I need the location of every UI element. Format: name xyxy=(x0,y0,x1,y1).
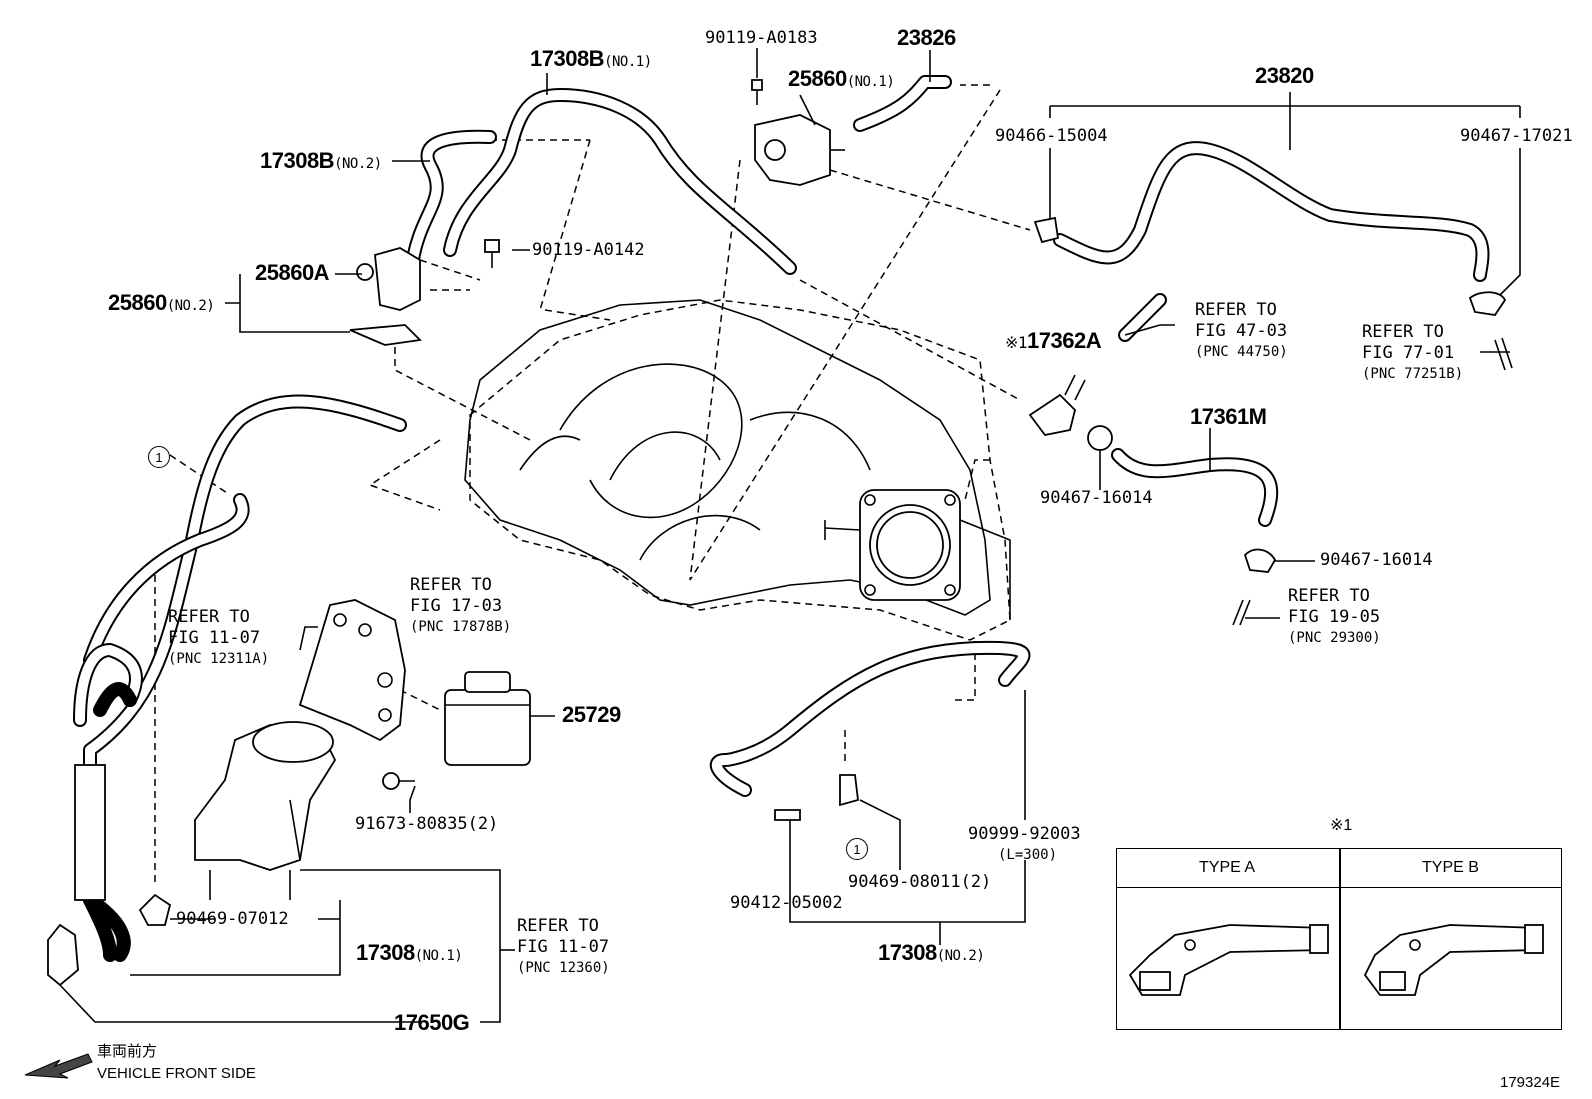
part-suffix: (NO.1) xyxy=(414,948,463,964)
type-table-drawings xyxy=(1128,924,1544,996)
hoses xyxy=(73,75,1513,962)
label-25860-no2: 25860(NO.2) xyxy=(108,290,215,315)
label-25729: 25729 xyxy=(562,702,621,727)
callout-circle-1: 1 xyxy=(148,446,170,468)
dashed-leaders xyxy=(154,84,1031,885)
part-number: 17362A xyxy=(1027,328,1102,353)
label-90999-length: (L=300) xyxy=(998,847,1058,863)
part-number: 17308B xyxy=(530,46,605,71)
note-mark: ※1 xyxy=(1005,333,1028,352)
part-number: 17308B xyxy=(260,148,335,173)
small-parts xyxy=(47,79,1507,987)
label-17308-no1: 17308(NO.1) xyxy=(356,940,463,965)
callout-circle-1: 1 xyxy=(846,838,868,860)
refer-line: REFER TO xyxy=(168,607,250,627)
refer-pnc: (PNC 29300) xyxy=(1288,630,1381,646)
refer-line: FIG 11-07 xyxy=(168,628,261,648)
part-suffix: (NO.2) xyxy=(166,298,215,314)
refer-line: REFER TO xyxy=(1362,322,1444,342)
label-91673-80835: 91673-80835(2) xyxy=(355,814,499,834)
refer-fig-17-03: REFER TO FIG 17-03 (PNC 17878B) xyxy=(410,575,511,638)
part-suffix: (NO.1) xyxy=(604,54,652,70)
part-number: 25860 xyxy=(108,290,167,315)
vehicle-front-label: VEHICLE FRONT SIDE xyxy=(97,1065,256,1082)
part-number: 25860 xyxy=(788,66,847,91)
label-90119-a0142: 90119-A0142 xyxy=(532,240,645,260)
front-arrow-icon xyxy=(24,1053,93,1079)
part-suffix: (NO.2) xyxy=(334,156,382,172)
refer-line: FIG 77-01 xyxy=(1362,343,1455,363)
refer-fig-11-07-a: REFER TO FIG 11-07 (PNC 12311A) xyxy=(168,607,269,670)
label-17308b-no2: 17308B(NO.2) xyxy=(260,150,382,172)
refer-line: REFER TO xyxy=(410,575,492,595)
refer-fig-47-03: REFER TO FIG 47-03 (PNC 44750) xyxy=(1195,300,1288,363)
part-number: 17308 xyxy=(878,940,937,965)
label-90467-16014-a: 90467-16014 xyxy=(1040,488,1153,508)
label-25860-no1: 25860(NO.1) xyxy=(788,66,895,91)
label-17308-no2: 17308(NO.2) xyxy=(878,940,985,965)
intake-manifold xyxy=(464,299,1011,641)
refer-fig-77-01: REFER TO FIG 77-01 (PNC 77251B) xyxy=(1362,322,1463,385)
refer-line: FIG 19-05 xyxy=(1288,607,1381,627)
label-23820: 23820 xyxy=(1255,63,1314,88)
label-90412-05002: 90412-05002 xyxy=(730,893,843,913)
refer-fig-11-07-b: REFER TO FIG 11-07 (PNC 12360) xyxy=(517,916,610,979)
label-17362a: ※117362A xyxy=(1005,328,1102,353)
refer-pnc: (PNC 77251B) xyxy=(1362,366,1464,382)
label-25860a: 25860A xyxy=(255,260,330,285)
label-90119-a0183: 90119-A0183 xyxy=(705,28,818,48)
label-90469-07012: 90469-07012 xyxy=(176,909,289,929)
label-90467-16014-b: 90467-16014 xyxy=(1320,550,1433,570)
type-table: TYPE A TYPE B xyxy=(1116,848,1562,1030)
refer-line: FIG 47-03 xyxy=(1195,321,1288,341)
label-90999-92003: 90999-92003 xyxy=(968,824,1081,844)
type-table-note-mark: ※1 xyxy=(1330,817,1353,834)
refer-pnc: (PNC 44750) xyxy=(1195,344,1288,360)
part-number: 17308 xyxy=(356,940,415,965)
refer-line: REFER TO xyxy=(517,916,599,936)
label-23826: 23826 xyxy=(897,25,956,50)
refer-line: REFER TO xyxy=(1288,586,1370,606)
refer-pnc: (PNC 17878B) xyxy=(410,619,512,635)
refer-line: REFER TO xyxy=(1195,300,1277,320)
part-suffix: (NO.2) xyxy=(936,948,985,964)
illustration-code: 179324E xyxy=(1500,1074,1561,1091)
refer-line: FIG 11-07 xyxy=(517,937,610,957)
type-table-divider xyxy=(1339,849,1341,1029)
type-b-label: TYPE B xyxy=(1422,859,1479,876)
label-90466-15004: 90466-15004 xyxy=(995,126,1108,146)
label-17361m: 17361M xyxy=(1190,404,1267,429)
part-suffix: (NO.1) xyxy=(846,74,895,90)
type-a-label: TYPE A xyxy=(1199,859,1256,876)
label-17650g: 17650G xyxy=(394,1010,470,1035)
refer-pnc: (PNC 12360) xyxy=(517,960,610,976)
refer-pnc: (PNC 12311A) xyxy=(168,651,270,667)
refer-line: FIG 17-03 xyxy=(410,596,503,616)
label-17308b-no1: 17308B(NO.1) xyxy=(530,48,652,70)
label-90467-17021: 90467-17021 xyxy=(1460,126,1573,146)
refer-fig-19-05: REFER TO FIG 19-05 (PNC 29300) xyxy=(1288,586,1381,649)
label-90469-08011: 90469-08011(2) xyxy=(848,872,992,892)
vehicle-front-jp: 車両前方 xyxy=(97,1043,158,1060)
